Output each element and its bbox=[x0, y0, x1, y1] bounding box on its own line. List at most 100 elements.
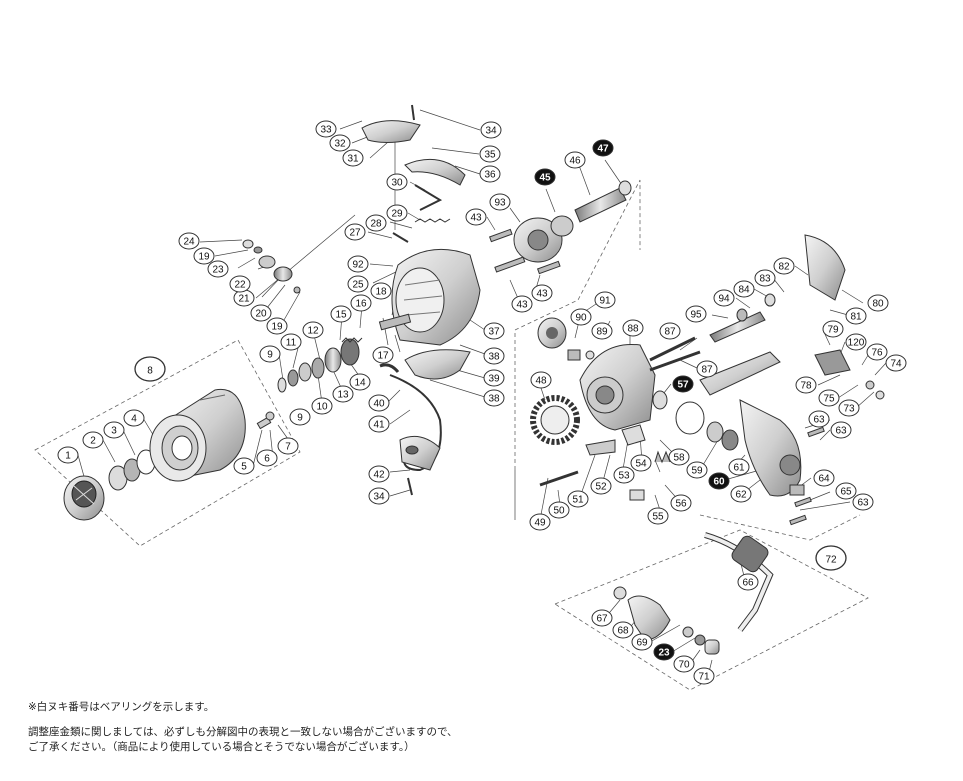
callout-circle bbox=[822, 320, 844, 338]
callout-number: 49 bbox=[534, 518, 546, 529]
part-callout-94: 94 bbox=[713, 289, 735, 307]
body-screws bbox=[789, 426, 825, 526]
part-callout-48: 48 bbox=[530, 371, 552, 389]
callout-number: 35 bbox=[484, 150, 496, 161]
part-callout-35: 35 bbox=[479, 145, 501, 163]
callout-number: 94 bbox=[718, 294, 730, 305]
callout-circle bbox=[372, 346, 394, 364]
callout-number: 47 bbox=[597, 144, 609, 155]
part-callout-9: 9 bbox=[259, 345, 281, 363]
part-callout-11: 11 bbox=[280, 333, 302, 351]
callout-circle bbox=[256, 449, 278, 467]
part-callout-8: 8 bbox=[134, 356, 166, 382]
callout-number: 63 bbox=[813, 415, 825, 426]
callout-number: 3 bbox=[111, 426, 117, 437]
part-callout-81: 81 bbox=[845, 307, 867, 325]
drag-knob bbox=[63, 475, 105, 521]
callout-circle bbox=[885, 354, 907, 372]
callout-number: 83 bbox=[759, 274, 771, 285]
callout-circle bbox=[668, 448, 690, 466]
callout-circle bbox=[808, 410, 830, 428]
part-callout-51: 51 bbox=[567, 490, 589, 508]
callout-number: 45 bbox=[539, 173, 551, 184]
callout-circle bbox=[342, 149, 364, 167]
callout-circle bbox=[483, 369, 505, 387]
callout-number: 82 bbox=[778, 262, 790, 273]
callout-number: 61 bbox=[733, 463, 745, 474]
disclaimer-line-2: ご了承ください。（商品により使用している場合とそうでない場合がございます。） bbox=[28, 741, 415, 753]
handle-arm bbox=[704, 532, 774, 632]
rotor-screws bbox=[488, 228, 561, 275]
callout-number: 23 bbox=[212, 265, 224, 276]
note-spacer bbox=[28, 715, 928, 725]
callout-number: 2 bbox=[90, 436, 96, 447]
part-callout-43: 43 bbox=[511, 295, 533, 313]
stopper-parts bbox=[709, 234, 885, 400]
callout-circle bbox=[818, 389, 840, 407]
part-callout-49: 49 bbox=[529, 513, 551, 531]
callout-number: 34 bbox=[373, 492, 385, 503]
callout-number: 53 bbox=[618, 471, 630, 482]
callout-number: 16 bbox=[355, 299, 367, 310]
part-callout-9: 9 bbox=[289, 408, 311, 426]
part-callout-47: 47 bbox=[592, 139, 614, 157]
part-callout-1: 1 bbox=[57, 446, 79, 464]
callout-number: 66 bbox=[742, 578, 754, 589]
callout-number: 46 bbox=[569, 156, 581, 167]
part-callout-33: 33 bbox=[315, 120, 337, 138]
callout-circle bbox=[815, 545, 847, 571]
callout-circle bbox=[835, 482, 857, 500]
callout-circle bbox=[368, 465, 390, 483]
bail-small-parts bbox=[242, 239, 301, 294]
leader-lines bbox=[77, 109, 887, 677]
callout-number: 52 bbox=[595, 482, 607, 493]
part-callout-40: 40 bbox=[368, 394, 390, 412]
part-callout-93: 93 bbox=[489, 193, 511, 211]
callout-number: 57 bbox=[677, 380, 689, 391]
callout-number: 69 bbox=[636, 638, 648, 649]
callout-number: 12 bbox=[307, 326, 319, 337]
callout-circle bbox=[370, 282, 392, 300]
part-callout-31: 31 bbox=[342, 149, 364, 167]
part-callout-19: 19 bbox=[266, 317, 288, 335]
callout-number: 31 bbox=[347, 154, 359, 165]
callout-number: 42 bbox=[373, 470, 385, 481]
callout-number: 68 bbox=[617, 626, 629, 637]
callout-circle bbox=[631, 633, 653, 651]
callout-circle bbox=[483, 347, 505, 365]
callout-number: 40 bbox=[373, 399, 385, 410]
part-callout-29: 29 bbox=[386, 204, 408, 222]
callout-circle bbox=[365, 214, 387, 232]
callout-number: 17 bbox=[377, 351, 389, 362]
callout-circle bbox=[673, 655, 695, 673]
part-callout-20: 20 bbox=[250, 304, 272, 322]
callout-circle bbox=[330, 305, 352, 323]
part-callout-76: 76 bbox=[866, 343, 888, 361]
callout-circle bbox=[813, 469, 835, 487]
part-callout-41: 41 bbox=[368, 415, 390, 433]
part-callout-37: 37 bbox=[483, 322, 505, 340]
pinion-bearing-assembly bbox=[513, 180, 632, 263]
part-callout-43: 43 bbox=[465, 208, 487, 226]
callout-circle bbox=[866, 343, 888, 361]
callout-number: 8 bbox=[147, 366, 153, 377]
callout-number: 38 bbox=[488, 352, 500, 363]
part-callout-63: 63 bbox=[808, 410, 830, 428]
spool-clip-parts bbox=[256, 411, 275, 430]
part-callout-78: 78 bbox=[795, 376, 817, 394]
callout-circle bbox=[368, 394, 390, 412]
callout-circle bbox=[311, 397, 333, 415]
callout-circle bbox=[838, 399, 860, 417]
callout-number: 63 bbox=[857, 498, 869, 509]
callout-circle bbox=[531, 284, 553, 302]
part-callout-13: 13 bbox=[332, 385, 354, 403]
part-callout-54: 54 bbox=[630, 454, 652, 472]
callout-number: 27 bbox=[349, 228, 361, 239]
part-callout-34: 34 bbox=[368, 487, 390, 505]
part-callout-58: 58 bbox=[668, 448, 690, 466]
part-callout-36: 36 bbox=[479, 165, 501, 183]
callout-circle bbox=[659, 322, 681, 340]
part-callout-34: 34 bbox=[480, 121, 502, 139]
part-callout-19: 19 bbox=[193, 247, 215, 265]
callout-circle bbox=[713, 289, 735, 307]
